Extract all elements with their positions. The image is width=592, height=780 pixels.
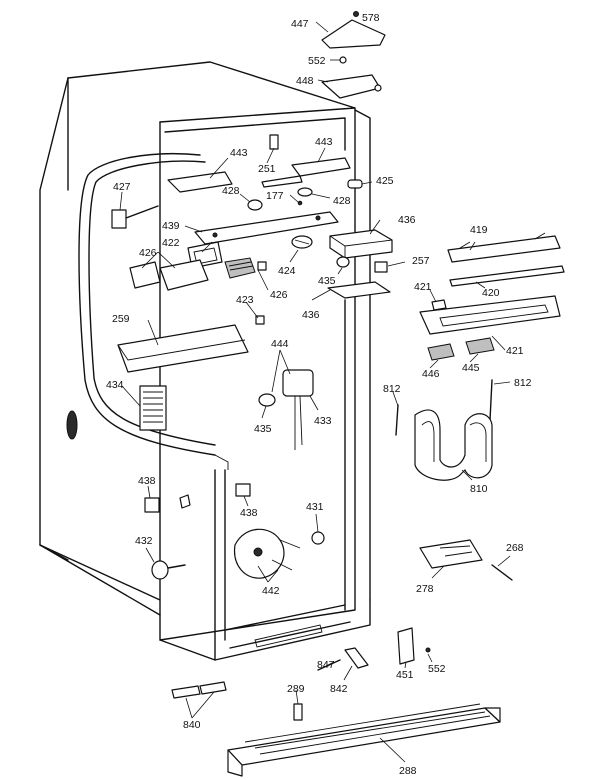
label-552-bottom: 552 [428, 663, 446, 675]
label-426-left: 426 [139, 247, 157, 259]
label-431: 431 [306, 501, 324, 513]
part-840 [171, 681, 227, 699]
label-419: 419 [470, 224, 488, 236]
label-421-top: 421 [414, 281, 432, 293]
label-436-bottom: 436 [302, 309, 320, 321]
part-432 [151, 560, 186, 580]
leader-lines [119, 21, 511, 763]
part-448-hinge [321, 56, 382, 99]
part-288-grille [227, 703, 501, 777]
label-288: 288 [399, 765, 417, 777]
label-425: 425 [376, 175, 394, 187]
label-432: 432 [135, 535, 153, 547]
part-847-842 [317, 647, 369, 671]
label-433: 433 [314, 415, 332, 427]
part-419-420-rails [447, 232, 565, 287]
part-425 [347, 179, 363, 189]
part-435-257-bracket [327, 256, 391, 299]
part-433-thermostat [258, 369, 314, 450]
label-840: 840 [183, 719, 201, 731]
label-424: 424 [278, 265, 296, 277]
label-810: 810 [470, 483, 488, 495]
part-451 [397, 627, 431, 665]
label-438-right: 438 [240, 507, 258, 519]
label-259: 259 [112, 313, 130, 325]
label-443-left: 443 [230, 147, 248, 159]
label-443-right: 443 [315, 136, 333, 148]
label-428-left: 428 [222, 185, 240, 197]
label-444: 444 [271, 338, 289, 350]
part-427 [111, 205, 159, 229]
label-447: 447 [291, 18, 309, 30]
part-428-177 [247, 187, 313, 211]
label-445: 445 [462, 362, 480, 374]
label-257: 257 [412, 255, 430, 267]
part-810-heater [395, 379, 493, 481]
label-177: 177 [266, 190, 284, 202]
part-278-bracket [419, 539, 513, 581]
label-812-right: 812 [514, 377, 532, 389]
label-420: 420 [482, 287, 500, 299]
label-442: 442 [262, 585, 280, 597]
label-842: 842 [330, 683, 348, 695]
label-421-bottom: 421 [506, 345, 524, 357]
label-278: 278 [416, 583, 434, 595]
label-434: 434 [106, 379, 124, 391]
part-421-tray [419, 295, 561, 335]
part-422-426-vents [129, 241, 267, 291]
label-446: 446 [422, 368, 440, 380]
part-442-fan [234, 528, 325, 579]
label-435-bottom: 435 [254, 423, 272, 435]
label-578: 578 [362, 12, 380, 24]
part-423 [255, 315, 265, 325]
label-422: 422 [162, 237, 180, 249]
part-446-445 [427, 337, 495, 361]
label-448: 448 [296, 75, 314, 87]
part-443-brackets [167, 134, 351, 193]
label-426-right: 426 [270, 289, 288, 301]
label-436-top: 436 [398, 214, 416, 226]
label-812-left: 812 [383, 383, 401, 395]
part-289 [293, 703, 303, 721]
part-438 [144, 483, 251, 513]
part-434-grille [139, 385, 167, 431]
part-labels: 578 447 552 448 443 443 251 425 427 428 … [106, 12, 532, 777]
label-268: 268 [506, 542, 524, 554]
label-439: 439 [162, 220, 180, 232]
part-259-shelf [117, 324, 249, 373]
part-424 [291, 235, 313, 249]
label-438-left: 438 [138, 475, 156, 487]
label-435-top: 435 [318, 275, 336, 287]
label-427: 427 [113, 181, 131, 193]
label-251: 251 [258, 163, 276, 175]
label-847: 847 [317, 659, 335, 671]
label-552-top: 552 [308, 55, 326, 67]
cabinet-outline [39, 61, 371, 661]
label-428-right: 428 [333, 195, 351, 207]
part-447-cap [321, 11, 386, 49]
part-439-plate [194, 211, 339, 245]
label-289: 289 [287, 683, 305, 695]
label-423: 423 [236, 294, 254, 306]
part-436-housing [329, 229, 393, 259]
label-451: 451 [396, 669, 414, 681]
